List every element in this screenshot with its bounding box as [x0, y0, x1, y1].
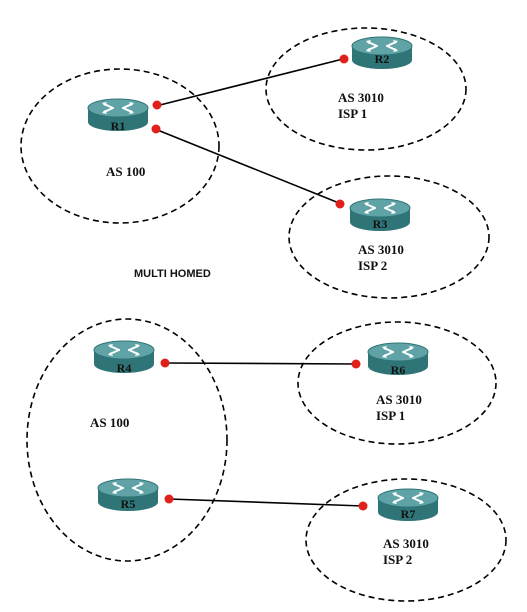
port-r5: [164, 494, 174, 504]
router-label: R7: [401, 507, 416, 521]
as-label: AS 3010: [383, 536, 429, 551]
as100-boundary-top: [20, 68, 220, 224]
top-diagram: R1 R2 R3 AS 100 AS 3010 ISP 1 AS 3010 IS…: [20, 27, 490, 299]
port-r7: [358, 501, 368, 511]
link-r1-r2: [155, 58, 344, 107]
port-r4: [160, 358, 170, 368]
as-label: AS 3010: [376, 392, 422, 407]
router-r6[interactable]: R6: [367, 342, 429, 377]
link-r4-r6: [164, 362, 357, 365]
router-label: R5: [121, 497, 136, 511]
as100-boundary-bottom: [26, 318, 228, 562]
port-r6: [351, 359, 361, 369]
port-r3: [335, 199, 345, 209]
router-label: R6: [391, 363, 406, 377]
port-r1-b: [151, 124, 161, 134]
router-r1[interactable]: R1: [87, 98, 149, 133]
router-r3[interactable]: R3: [349, 198, 411, 232]
bottom-diagram: R4 R5 R6 R7 AS 100 AS 3010 ISP 1 AS 3010…: [26, 318, 507, 602]
router-r5[interactable]: R5: [97, 478, 159, 512]
as-label: AS 3010: [358, 242, 404, 257]
isp-label: ISP 2: [383, 552, 412, 567]
router-r4[interactable]: R4: [93, 340, 155, 375]
port-r1-a: [152, 100, 162, 110]
diagram-caption: MULTI HOMED: [134, 268, 211, 280]
isp2-boundary-top: [288, 175, 490, 299]
as-label: AS 100: [90, 415, 129, 430]
link-r5-r7: [168, 498, 364, 507]
router-r2[interactable]: R2: [351, 36, 413, 70]
port-r2: [339, 54, 349, 64]
isp-label: ISP 1: [376, 408, 405, 423]
isp2-boundary-bottom: [305, 478, 507, 602]
router-label: R1: [111, 119, 126, 133]
isp1-boundary-top: [265, 27, 467, 151]
isp1-boundary-bottom: [297, 321, 497, 445]
isp-label: ISP 1: [338, 106, 367, 121]
link-r1-r3: [154, 128, 340, 204]
as-label: AS 3010: [338, 90, 384, 105]
router-label: R3: [373, 217, 388, 231]
router-label: R4: [117, 361, 132, 375]
as-label: AS 100: [106, 164, 145, 179]
isp-label: ISP 2: [358, 258, 387, 273]
router-label: R2: [375, 52, 390, 66]
router-r7[interactable]: R7: [377, 488, 439, 522]
